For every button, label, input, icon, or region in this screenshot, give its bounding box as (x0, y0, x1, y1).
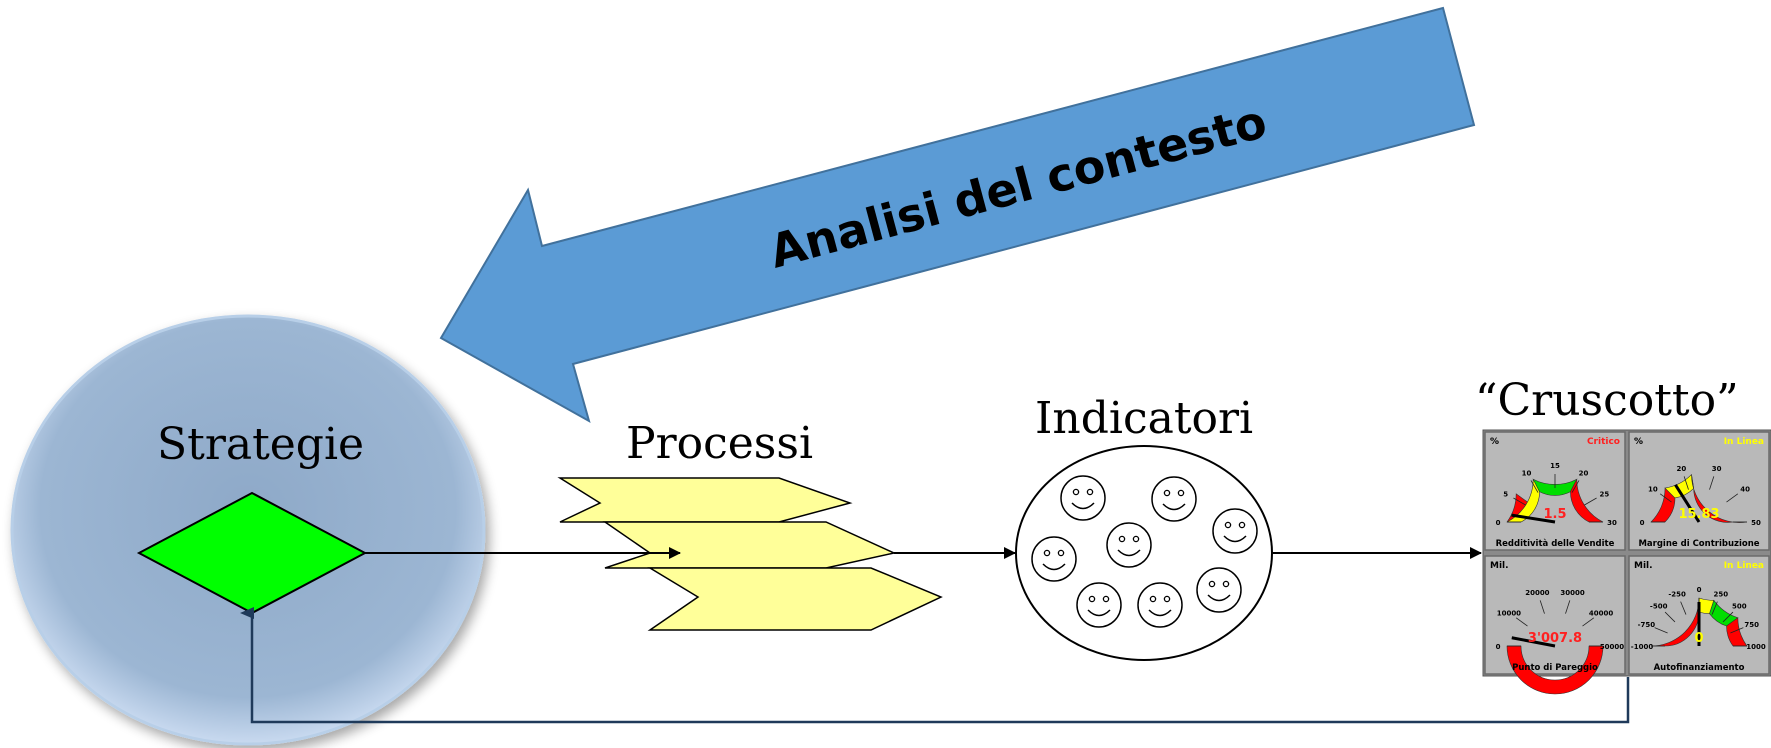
smiley-icon (1196, 567, 1242, 613)
gauge-tick-label: 20 (1579, 470, 1589, 478)
process-step (602, 521, 897, 569)
gauge-tick-label: 10 (1522, 470, 1532, 478)
strategie-label: Strategie (157, 419, 364, 470)
smiley-icon (1031, 536, 1077, 582)
processi-chevrons (557, 477, 943, 631)
indicatori-smileys (1031, 475, 1258, 628)
gauge-tick-label: 15 (1550, 462, 1560, 470)
gauge-value: 3'007.8 (1528, 631, 1582, 646)
gauge-unit: Mil. (1634, 561, 1653, 571)
gauge-tick-label: -750 (1638, 621, 1656, 629)
gauge-status: Critico (1587, 437, 1620, 447)
gauge-tick-label: 250 (1714, 590, 1729, 598)
gauge-title: Punto di Pareggio (1512, 663, 1598, 673)
gauge-tick-label: 20 (1677, 465, 1687, 473)
gauge-tick-label: -500 (1650, 603, 1668, 611)
gauge-tick-label: 0 (1496, 519, 1501, 527)
gauge-tick-label: 20000 (1525, 589, 1549, 597)
context-arrow: Analisi del contesto (439, 6, 1476, 424)
smiley-icon (1060, 475, 1106, 521)
gauge-tick-label: 10 (1648, 485, 1658, 493)
gauge-tick-label: 30 (1712, 465, 1722, 473)
gauge-tick-label: 40000 (1589, 609, 1613, 617)
gauge-tick-label: 10000 (1497, 609, 1521, 617)
gauge-tick-label: 50000 (1600, 643, 1624, 651)
gauge-tick-label: 40 (1740, 485, 1750, 493)
gauge-tick-label: 1000 (1746, 643, 1766, 651)
feedback-loop (240, 607, 1630, 724)
gauge-tick-label: 500 (1732, 603, 1747, 611)
gauge-needle (1674, 484, 1701, 523)
smiley-icon (1137, 582, 1183, 628)
gauge-status: In Linea (1724, 437, 1764, 447)
smiley-icon (1106, 522, 1152, 568)
gauge-value: 1.5 (1543, 507, 1566, 522)
process-step (647, 567, 943, 631)
gauge-tick-label: 25 (1599, 491, 1609, 499)
gauge-tick-label: 50 (1751, 519, 1761, 527)
gauge-value: 15.83 (1678, 507, 1719, 522)
gauge-title: Redditività delle Vendite (1496, 539, 1615, 549)
indicatori-label: Indicatori (1035, 393, 1253, 444)
gauge-title: Margine di Contribuzione (1638, 539, 1759, 549)
gauge-needle (1511, 636, 1556, 648)
gauge-band (1506, 645, 1604, 695)
gauge-tick-label: 0 (1640, 519, 1645, 527)
gauge-tick-label: 30 (1607, 519, 1617, 527)
processi-label: Processi (626, 418, 813, 469)
gauge-unit: % (1634, 437, 1643, 447)
gauge-unit: Mil. (1490, 561, 1509, 571)
smiley-icon (1076, 582, 1122, 628)
gauge-tick-label: 0 (1496, 643, 1501, 651)
gauge-needle (1511, 513, 1556, 524)
cruscotto-label: “Cruscotto” (1475, 375, 1739, 426)
gauge-tick-label: -250 (1668, 590, 1686, 598)
gauge-tick-label: 750 (1744, 621, 1759, 629)
smiley-icon (1212, 508, 1258, 554)
gauge-status: In Linea (1724, 561, 1764, 571)
gauge-unit: % (1490, 437, 1499, 447)
gauge-tick-label: -1000 (1631, 643, 1654, 651)
gauge-tick-label: 30000 (1560, 589, 1584, 597)
gauge-panel: Mil. 0 10000 20000 30000 40000 50000 3'007.8Pun… (1484, 555, 1626, 695)
gauge-title: Autofinanziamento (1654, 663, 1745, 673)
smiley-icon (1151, 476, 1197, 522)
gauge-tick-label: 5 (1503, 491, 1508, 499)
gauge-value: 0 (1694, 631, 1703, 646)
process-step (557, 477, 853, 523)
gauge-tick-label: 0 (1697, 586, 1702, 594)
